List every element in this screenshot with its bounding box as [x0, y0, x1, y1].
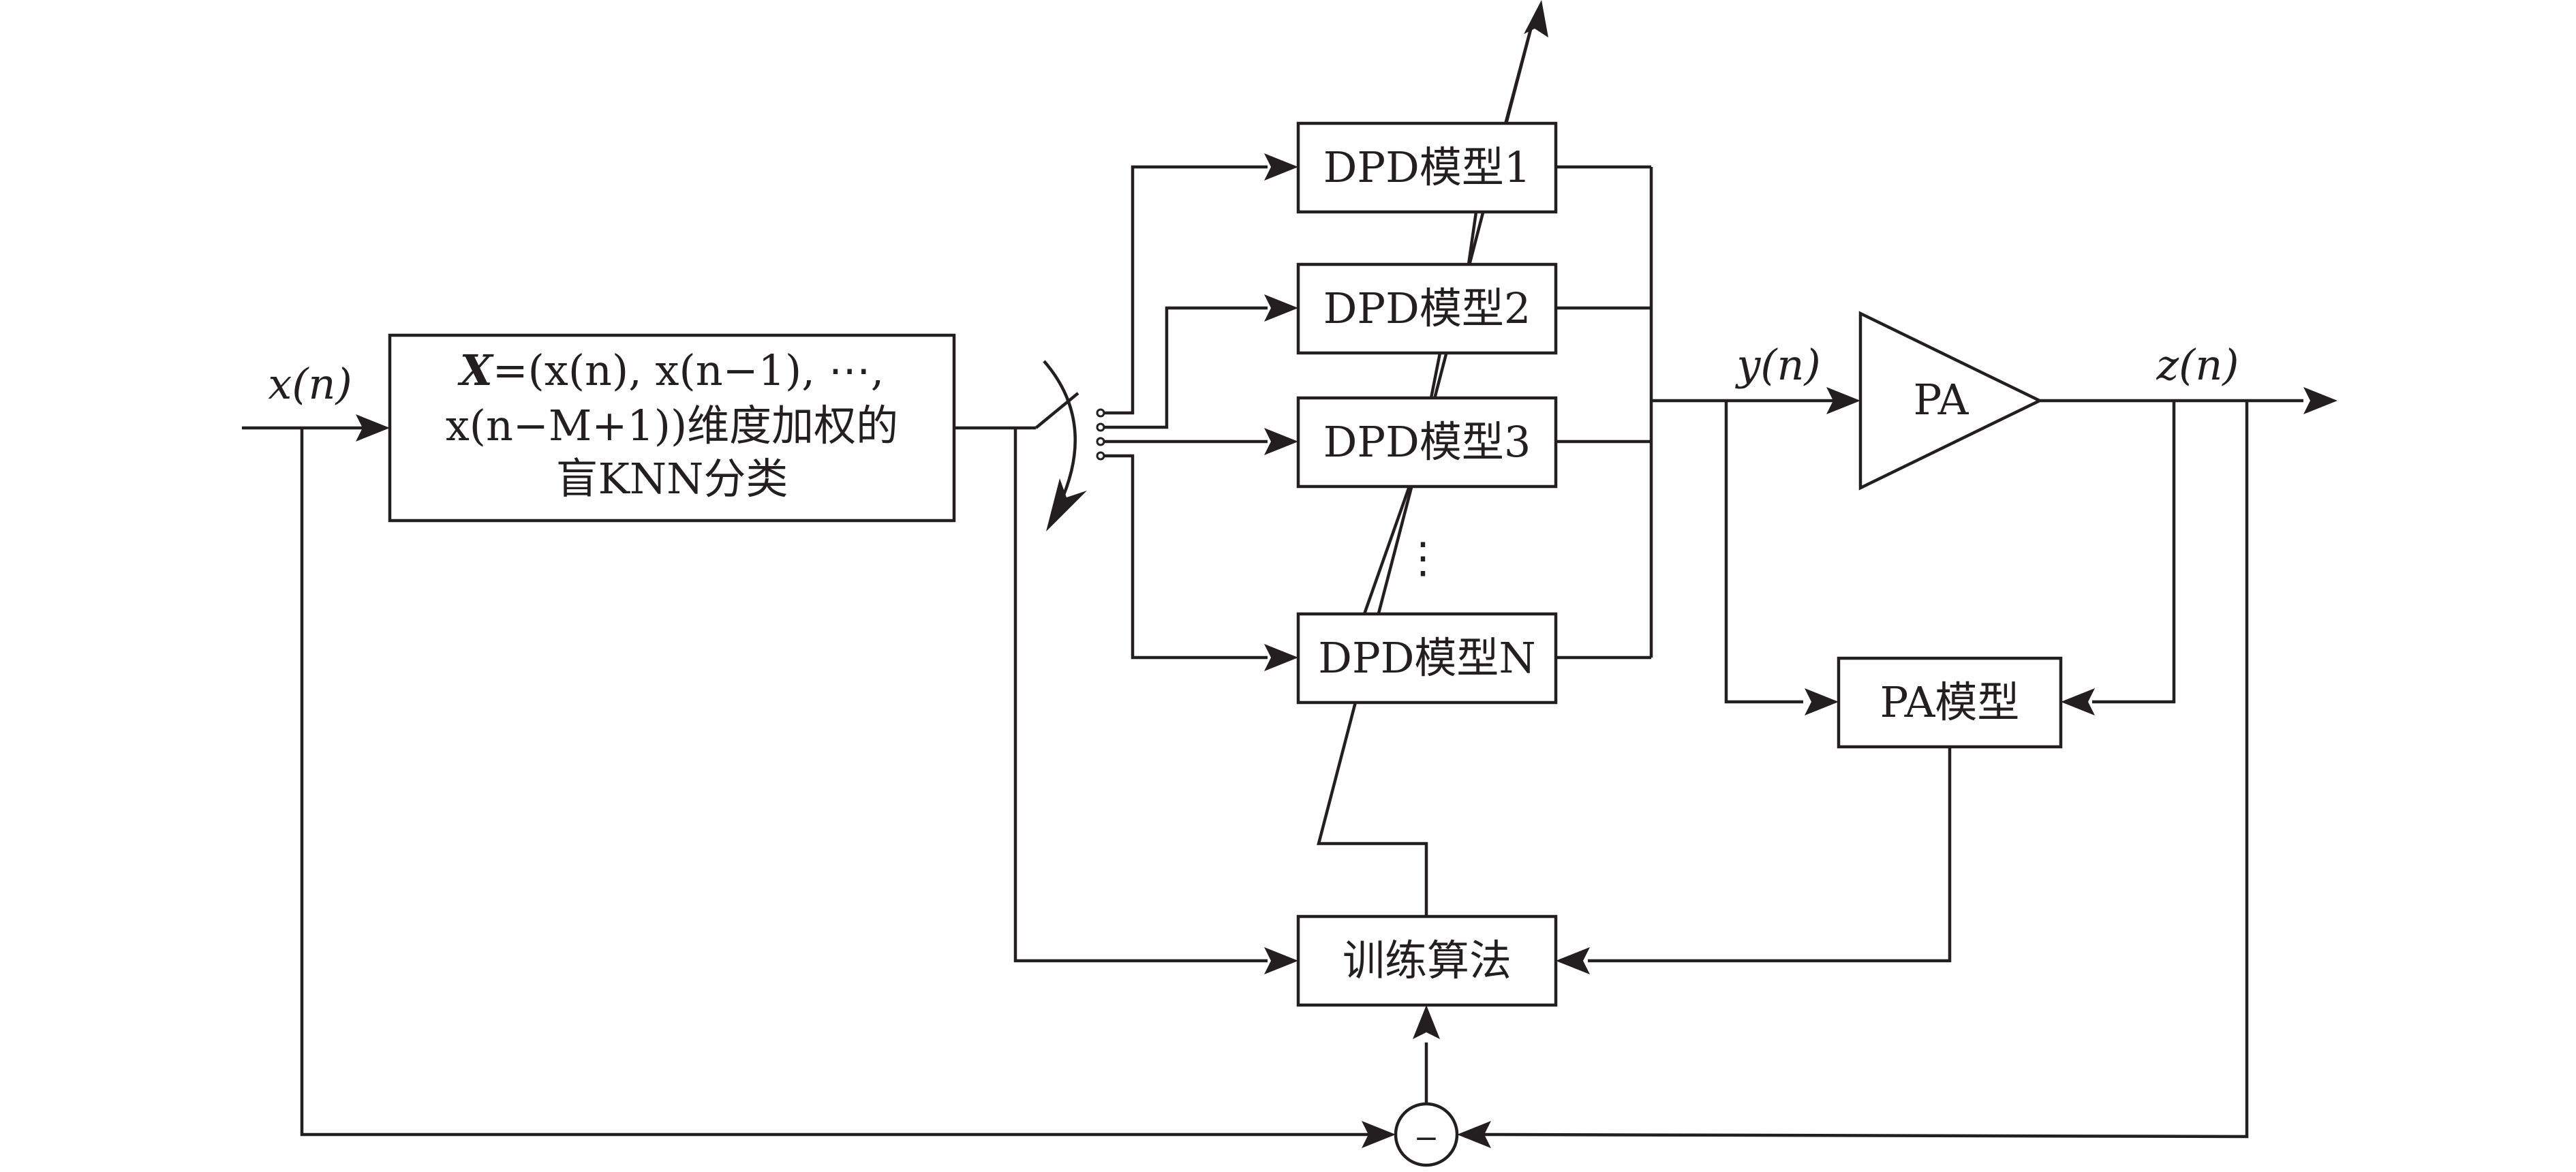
- classifier-line-3: 盲KNN分类: [556, 454, 788, 504]
- arrow-into-pa-model-right: [2061, 688, 2095, 715]
- arrow-into-training-right: [1556, 947, 1590, 974]
- dpd-model-3-label: DPD模型3: [1323, 417, 1531, 467]
- label-dpd-output-signal: y(n): [1734, 340, 1820, 390]
- pa-model-box: [1837, 656, 2063, 749]
- arrow-into-subtractor-right: [1457, 1121, 1491, 1148]
- wire-to-dpd-2: [1103, 306, 1268, 429]
- arrow-adaptation: [1524, 0, 1548, 37]
- arrow-output: [2303, 387, 2337, 414]
- training-algorithm-label: 训练算法: [1343, 936, 1512, 985]
- dpd-ellipsis: ⋮: [1402, 533, 1444, 583]
- dpd-model-n-box: [1296, 612, 1558, 705]
- switch-contact-3: [1096, 437, 1105, 446]
- label-pa-output-signal: z(n): [2156, 340, 2239, 390]
- classifier-line-1: X=(x(n), x(n−1), ⋯,: [457, 345, 885, 395]
- wire-y-to-pa-model: [1724, 401, 1803, 704]
- arrow-into-pa-model-left: [1805, 688, 1839, 715]
- dpd-model-2-label: DPD模型2: [1323, 283, 1531, 333]
- switch-contact-4: [1096, 451, 1105, 461]
- wire-to-training: [1013, 428, 1268, 963]
- arrowheads: [356, 0, 2337, 1148]
- dpd-model-3-box: [1296, 396, 1558, 489]
- pa-label: PA: [1914, 375, 1969, 425]
- arrow-into-pa: [1826, 387, 1860, 414]
- wire-z-feedback: [1472, 401, 2249, 1139]
- adaptation-line-visible: [1362, 18, 1535, 615]
- subtractor-symbol: −: [1414, 1121, 1439, 1156]
- arrow-into-training-bottom: [1413, 1005, 1440, 1039]
- wire-z-to-pa-model: [2092, 401, 2176, 704]
- dpd-model-1-box: [1296, 121, 1558, 214]
- switch-blade: [1034, 392, 1079, 429]
- switch-arc: [1043, 360, 1077, 505]
- labels: x(n) y(n) z(n) X=(x(n), x(n−1), ⋯, x(n−M…: [268, 142, 2239, 1156]
- dpd-model-2-box: [1296, 262, 1558, 355]
- switch-contact-2: [1096, 422, 1105, 432]
- label-input-signal: x(n): [268, 359, 352, 409]
- arrow-into-subtractor-left: [1362, 1121, 1396, 1148]
- dpd-model-1-label: DPD模型1: [1323, 142, 1531, 192]
- blocks: [388, 121, 2063, 1167]
- dpd-model-n-label: DPD模型N: [1318, 633, 1535, 683]
- training-algorithm-box: [1296, 914, 1558, 1007]
- arrow-into-dpd-1: [1264, 153, 1298, 181]
- classifier-block: [388, 333, 956, 523]
- classifier-line-2: x(n−M+1))维度加权的: [446, 401, 898, 450]
- wire-input-feedback: [300, 428, 1377, 1137]
- wire-to-dpd-1: [1103, 165, 1268, 415]
- arrow-into-training-left: [1264, 947, 1298, 974]
- switch-contacts: [1096, 408, 1105, 461]
- arrow-into-dpd-n: [1264, 644, 1298, 671]
- classifier-line-1-rest: =(x(n), x(n−1), ⋯,: [493, 345, 885, 395]
- wire-pa-model-to-training: [1588, 747, 1952, 963]
- wire-to-dpd-n: [1103, 454, 1268, 660]
- arrow-switch-arc: [1046, 478, 1087, 531]
- arrow-into-dpd-3: [1264, 428, 1298, 455]
- classifier-vector-symbol: X: [457, 345, 495, 395]
- arrow-into-classifier: [356, 414, 390, 442]
- arrow-into-dpd-2: [1264, 294, 1298, 322]
- switch-contact-1: [1096, 408, 1105, 418]
- pa-model-label: PA模型: [1880, 677, 2020, 727]
